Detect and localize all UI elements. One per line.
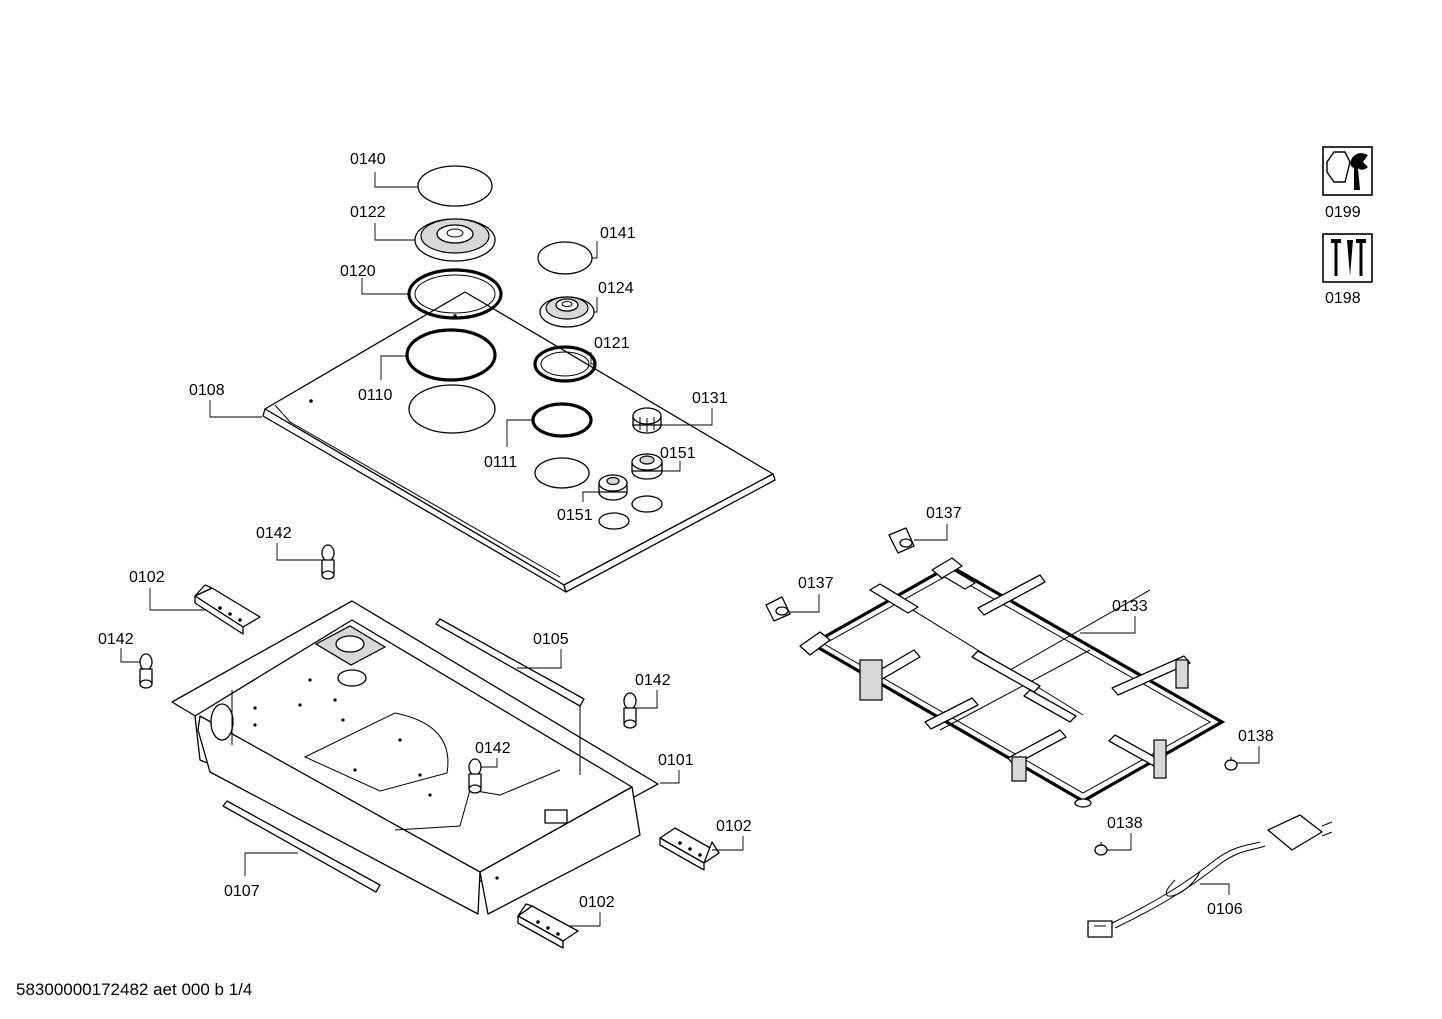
label-0198: 0198 xyxy=(1325,290,1361,307)
label-0151-a: 0151 xyxy=(660,445,696,462)
label-0142-d: 0142 xyxy=(475,740,511,757)
screws-icon xyxy=(1322,233,1373,283)
label-0101: 0101 xyxy=(658,752,694,769)
rubber-foot-2 xyxy=(139,653,153,689)
burner-cap-large xyxy=(417,165,493,207)
label-0105: 0105 xyxy=(533,631,569,648)
rubber-foot-1 xyxy=(321,544,335,580)
grid-clip-1 xyxy=(888,527,915,554)
wrench-nut-icon xyxy=(1322,146,1373,196)
label-0122: 0122 xyxy=(350,204,386,221)
leader-lines xyxy=(120,172,1260,927)
label-0151-b: 0151 xyxy=(557,507,593,524)
label-0140: 0140 xyxy=(350,151,386,168)
label-0142-b: 0142 xyxy=(98,631,134,648)
rubber-foot-3 xyxy=(623,692,637,729)
label-0141: 0141 xyxy=(600,225,636,242)
label-0107: 0107 xyxy=(224,883,260,900)
label-0131: 0131 xyxy=(692,390,728,407)
label-0121: 0121 xyxy=(594,335,630,352)
burner-head-large xyxy=(414,218,496,262)
grid-clip-2 xyxy=(765,596,791,622)
document-id: 58300000172482 aet 000 b 1/4 xyxy=(16,980,253,999)
label-0106: 0106 xyxy=(1207,901,1243,918)
knob-collar-1 xyxy=(631,453,663,480)
label-0108: 0108 xyxy=(189,382,225,399)
mounting-clamp-1 xyxy=(194,584,261,635)
power-cable xyxy=(1087,814,1333,938)
burner-cap-small xyxy=(537,241,593,275)
hob-top-plate xyxy=(262,291,776,593)
sealing-strip-upper xyxy=(435,618,585,707)
label-0142-a: 0142 xyxy=(256,525,292,542)
label-0142-c: 0142 xyxy=(635,672,671,689)
label-0137-b: 0137 xyxy=(798,575,834,592)
burner-head-small xyxy=(539,296,595,328)
label-0110: 0110 xyxy=(358,387,393,404)
mounting-clamp-2 xyxy=(659,827,720,871)
label-0137-a: 0137 xyxy=(926,505,962,522)
knob-collar-2 xyxy=(598,474,628,501)
rubber-foot-4 xyxy=(468,758,482,794)
base-tray xyxy=(171,600,659,915)
label-0199: 0199 xyxy=(1325,204,1361,221)
label-0133: 0133 xyxy=(1112,598,1148,615)
pan-support-grid xyxy=(799,557,1226,808)
rubber-buffer-2 xyxy=(1094,842,1108,856)
label-0102-c: 0102 xyxy=(579,894,615,911)
label-0102-b: 0102 xyxy=(716,818,752,835)
label-0111: 0111 xyxy=(484,454,517,471)
mounting-clamp-3 xyxy=(517,903,579,949)
part-labels: 0140 0122 0120 0141 0124 0121 0110 0108 … xyxy=(98,151,1361,918)
sealing-strip-lower xyxy=(222,800,381,893)
label-0138-a: 0138 xyxy=(1238,728,1274,745)
label-0138-b: 0138 xyxy=(1107,815,1143,832)
control-knob xyxy=(632,407,662,434)
label-0124: 0124 xyxy=(598,280,634,297)
burner-seal-ring-large xyxy=(405,328,497,382)
label-0120: 0120 xyxy=(340,263,376,280)
rubber-buffer-1 xyxy=(1224,757,1238,771)
label-0102-a: 0102 xyxy=(129,569,165,586)
